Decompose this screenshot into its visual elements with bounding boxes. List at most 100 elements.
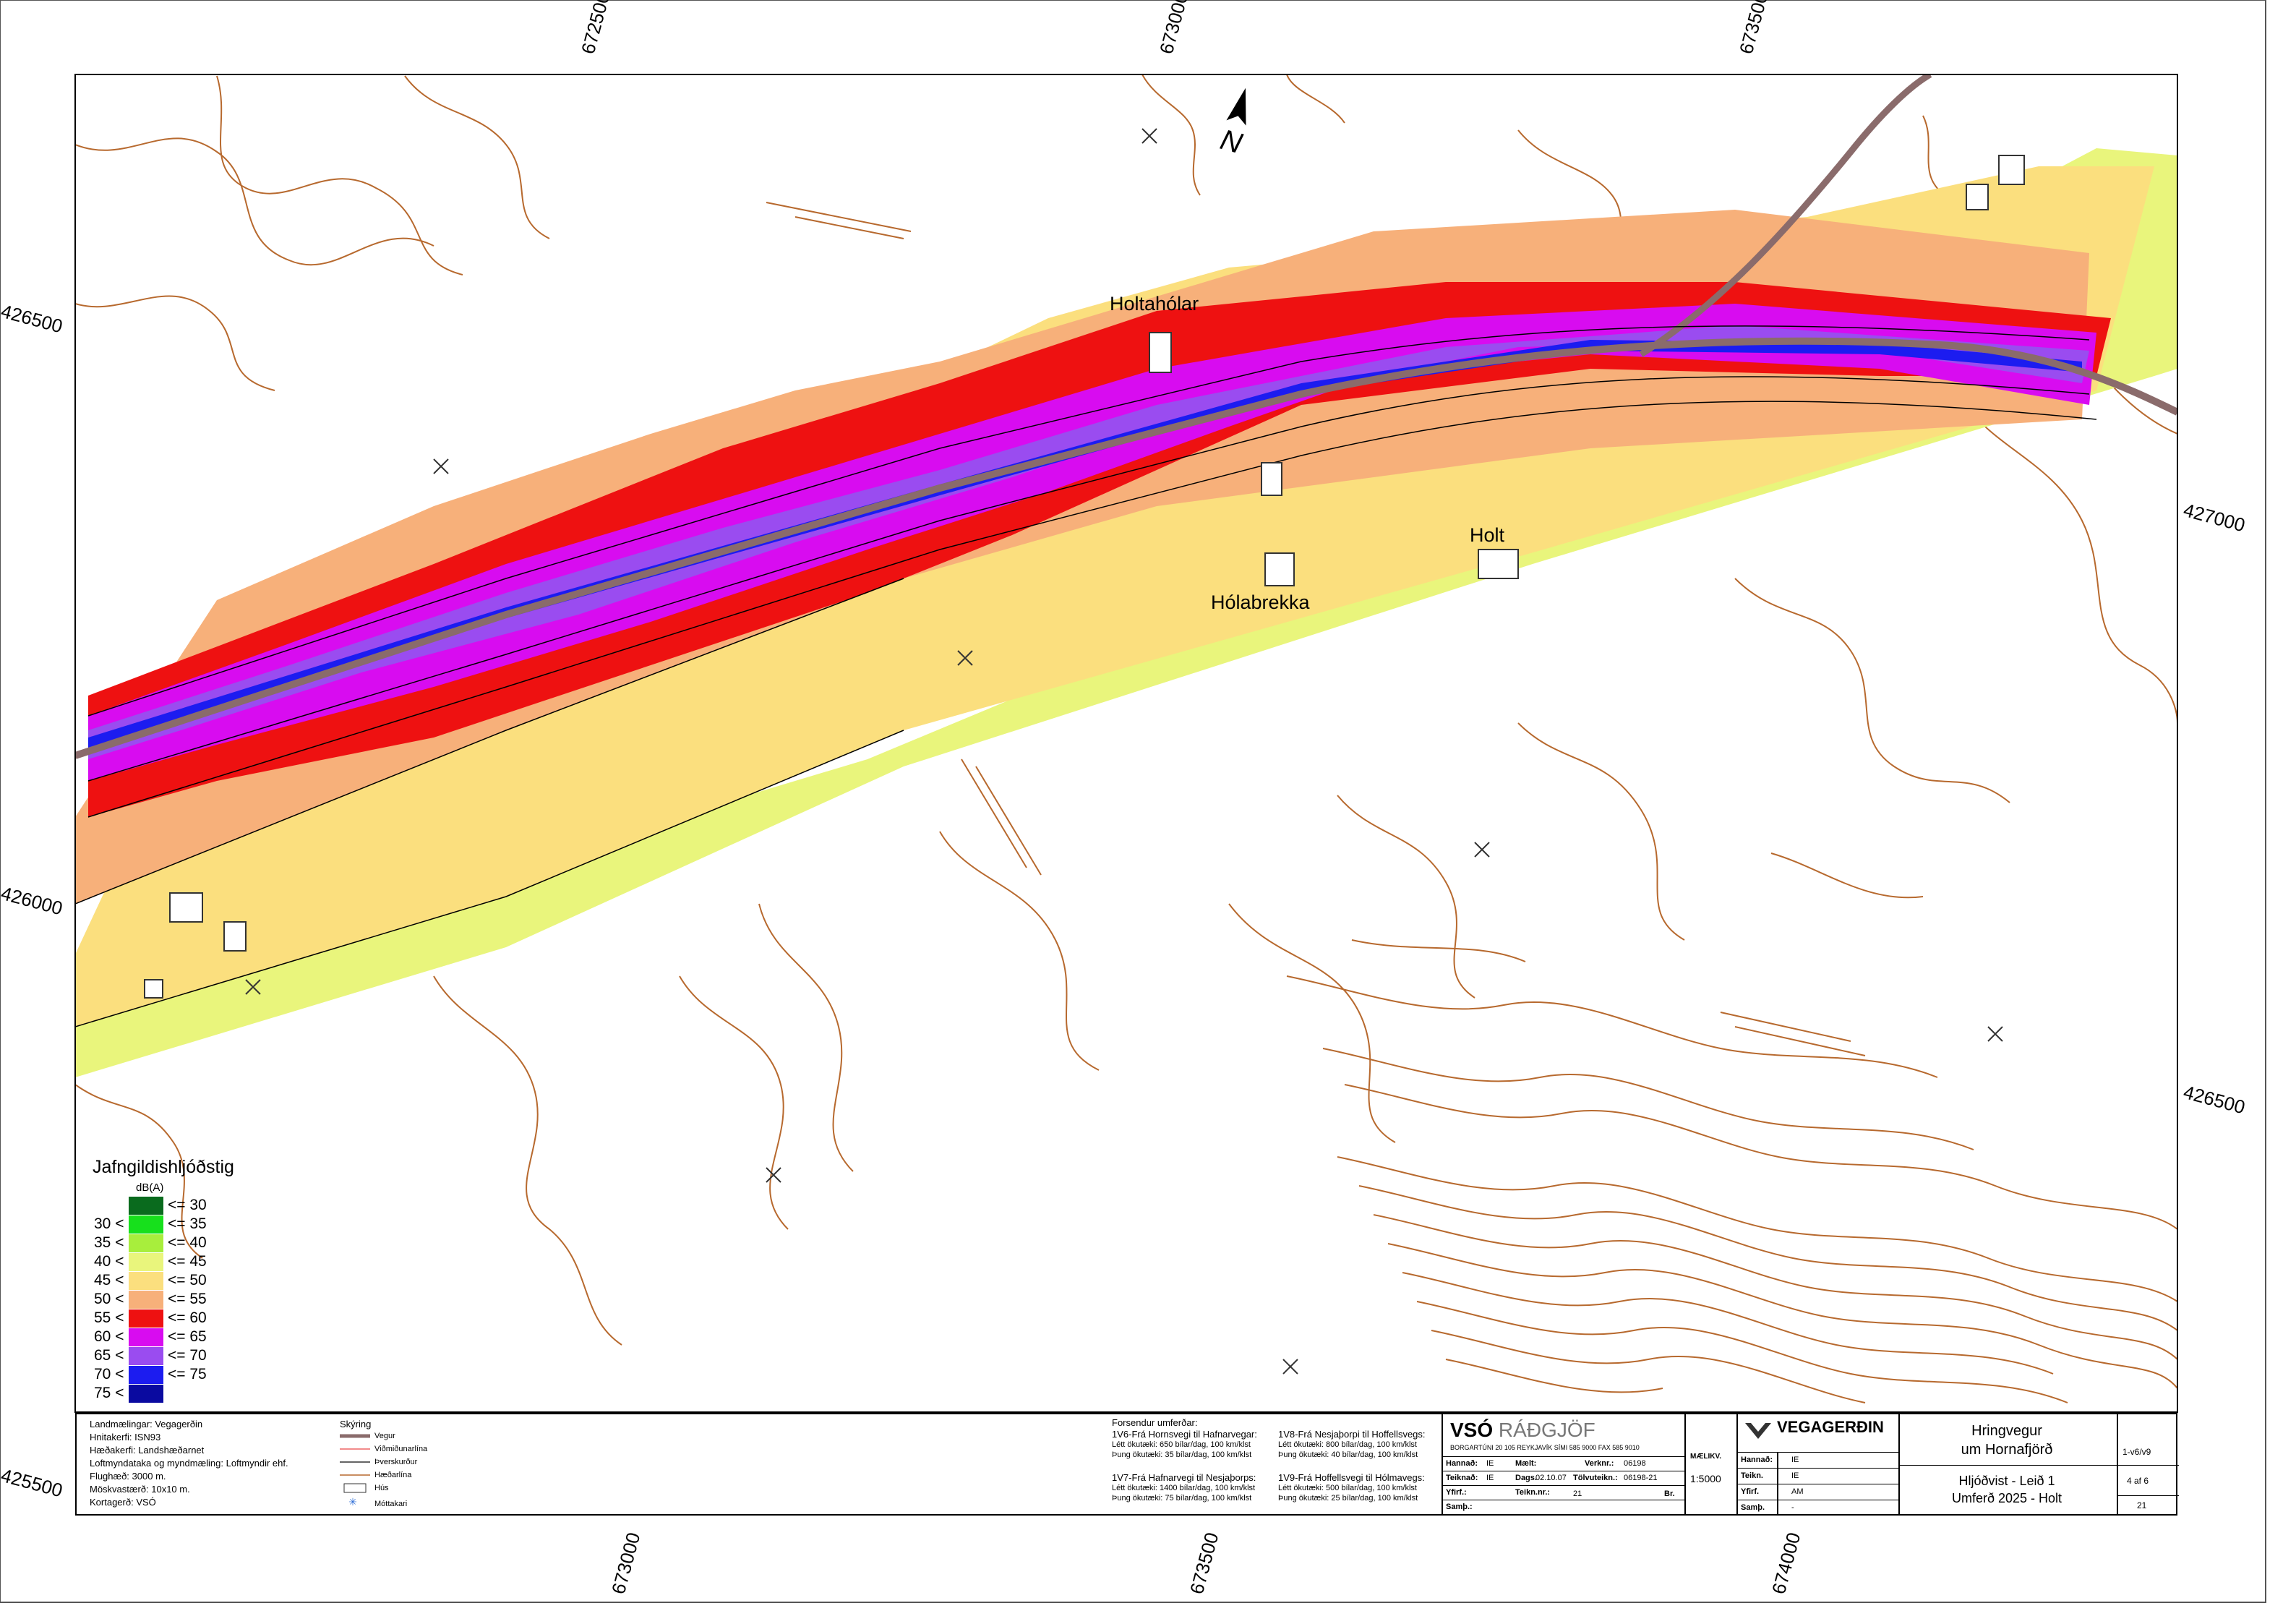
- svg-text:✳: ✳: [348, 1497, 357, 1508]
- explanation-item: Hæðarlína: [374, 1471, 412, 1479]
- veg-hannad: IE: [1791, 1456, 1799, 1464]
- explanation-item: Þverskurður: [374, 1458, 418, 1466]
- explanation-item: Móttakari: [374, 1500, 408, 1508]
- house-icon: [169, 892, 203, 923]
- vso-samth-label: Samþ.:: [1446, 1503, 1473, 1511]
- receivers: [245, 128, 2003, 1375]
- vso-teikn-label: Teikn.nr.:: [1515, 1488, 1551, 1497]
- vso-mael-label: Mælt:: [1515, 1459, 1537, 1468]
- vegagerdin-logo-icon: [1745, 1423, 1771, 1439]
- legend-hi: <= 50: [168, 1272, 207, 1288]
- house-icon: [1149, 332, 1172, 373]
- vso-teikn: 21: [1573, 1490, 1582, 1498]
- legend-swatch: [129, 1328, 163, 1346]
- explanation-item: Hús: [374, 1484, 389, 1492]
- vegagerdin-name: VEGAGERÐIN: [1777, 1418, 1884, 1436]
- legend-row: 50 < <= 55: [87, 1291, 304, 1309]
- veg-yfirf: AM: [1791, 1487, 1804, 1496]
- legend-swatch: [129, 1347, 163, 1365]
- band-55-60: [88, 282, 2111, 817]
- legend-row: 45 <<= 50: [87, 1272, 304, 1290]
- veg-samth: -: [1791, 1503, 1794, 1512]
- house-icon: [1478, 549, 1519, 579]
- legend-swatch: [129, 1253, 163, 1271]
- legend-hi: <= 55: [168, 1291, 207, 1307]
- legend-hi: <= 75: [168, 1366, 207, 1382]
- explanation-item: Viðmiðunarlína: [374, 1445, 428, 1453]
- legend-row: 65 <<= 70: [87, 1347, 304, 1365]
- traffic-line: Þung ökutæki: 40 bílar/dag, 100 km/klst: [1278, 1450, 1418, 1459]
- vso-tolvuteikn-label: Tölvuteikn.:: [1573, 1474, 1618, 1482]
- house-icon: [1998, 155, 2025, 185]
- road-centerline: [75, 74, 2177, 759]
- vso-dags-label: Dags.: [1515, 1474, 1537, 1482]
- legend-lo: 30 <: [94, 1215, 124, 1232]
- vso-hannad-label: Hannað:: [1446, 1459, 1478, 1468]
- map-frame: [74, 74, 2178, 1413]
- legend-swatch: [129, 1272, 163, 1290]
- traffic-line: Þung ökutæki: 25 bílar/dag, 100 km/klst: [1278, 1494, 1418, 1503]
- scale-label: MÆLIKV.: [1690, 1453, 1721, 1461]
- traffic-head: 1V6-Frá Hornsvegi til Hafnarvegar:: [1112, 1429, 1257, 1440]
- sheet-of: 4 af 6: [2127, 1476, 2149, 1486]
- legend-hi: <= 30: [168, 1197, 207, 1213]
- sheet-number: 21: [2137, 1500, 2147, 1510]
- scale-value: 1:5000: [1690, 1473, 1721, 1484]
- vso-br-label: Br.: [1664, 1490, 1675, 1498]
- legend-row: 55 <<= 60: [87, 1309, 304, 1328]
- legend-swatch: [129, 1215, 163, 1234]
- survey-line: Flughæð: 3000 m.: [90, 1471, 166, 1482]
- place-holt: Holt: [1470, 524, 1505, 546]
- legend-title: Jafngildishljóðstig: [93, 1157, 234, 1177]
- survey-line: Hnitakerfi: ISN93: [90, 1432, 161, 1443]
- legend-lo: 35 <: [94, 1234, 124, 1251]
- vso-verknr-label: Verknr.:: [1585, 1459, 1614, 1468]
- place-holtaholar: Holtahólar: [1110, 293, 1199, 315]
- project-title: Hringvegur um Hornafjörð: [1898, 1422, 2115, 1459]
- veg-hannad-label: Hannað:: [1741, 1456, 1773, 1464]
- house-icon: [144, 979, 163, 999]
- vso-address: BORGARTÚNI 20 105 REYKJAVÍK SÍMI 585 900…: [1450, 1444, 1640, 1451]
- traffic-head: 1V7-Frá Hafnarvegi til Nesjaþorps:: [1112, 1472, 1256, 1483]
- noise-isolines: [75, 325, 2097, 1027]
- sheet-ref: 1-v6/v9: [2122, 1447, 2151, 1457]
- vso-teiknad-label: Teiknað:: [1446, 1474, 1478, 1482]
- legend-hi: <= 65: [168, 1328, 207, 1345]
- traffic-line: Þung ökutæki: 75 bílar/dag, 100 km/klst: [1112, 1494, 1252, 1503]
- legend-unit: dB(A): [136, 1181, 164, 1194]
- legend-lo: 70 <: [94, 1366, 124, 1382]
- vso-teiknad: IE: [1486, 1474, 1494, 1482]
- house-icon: [223, 921, 247, 952]
- noise-contours: [75, 148, 2177, 1077]
- traffic-line: Létt ökutæki: 650 bílar/dag, 100 km/klst: [1112, 1440, 1251, 1449]
- legend-swatch: [129, 1197, 163, 1215]
- legend-lo: 55 <: [94, 1309, 124, 1326]
- legend-hi: <= 35: [168, 1215, 207, 1232]
- legend-row: 30 < <= 35: [87, 1215, 304, 1234]
- legend-lo: 50 <: [94, 1291, 124, 1307]
- legend-swatch: [129, 1291, 163, 1309]
- legend-lo: 75 <: [94, 1385, 124, 1401]
- vso-dags: 02.10.07: [1535, 1474, 1567, 1482]
- survey-line: Landmælingar: Vegagerðin: [90, 1419, 203, 1429]
- legend-swatch: [129, 1385, 163, 1403]
- survey-line: Hæðakerfi: Landshæðarnet: [90, 1445, 205, 1456]
- legend-hi: <= 70: [168, 1347, 207, 1364]
- project-line-1: Hringvegur: [1971, 1423, 2042, 1439]
- veg-samth-label: Samþ.: [1741, 1503, 1765, 1512]
- legend-row: <= 30: [87, 1197, 304, 1215]
- paper-border: [0, 0, 2266, 1603]
- legend-swatch: [129, 1309, 163, 1328]
- survey-line: Möskvastærð: 10x10 m.: [90, 1484, 190, 1495]
- legend-lo: 40 <: [94, 1253, 124, 1270]
- subject-line-1: Hljóðvist - Leið 1: [1958, 1474, 2055, 1488]
- traffic-line: Létt ökutæki: 500 bílar/dag, 100 km/klst: [1278, 1484, 1417, 1492]
- vso-logo-b: RÁÐGJÖF: [1498, 1419, 1595, 1441]
- svg-text:N: N: [1217, 124, 1245, 160]
- houses: [144, 155, 2025, 999]
- explanation-title: Skýring: [340, 1419, 372, 1429]
- legend-row: 40 <<= 45: [87, 1253, 304, 1271]
- legend: Jafngildishljóðstig dB(A) <= 30 30 < <= 3…: [87, 1157, 304, 1410]
- explanation-symbols: ✳: [340, 1434, 370, 1508]
